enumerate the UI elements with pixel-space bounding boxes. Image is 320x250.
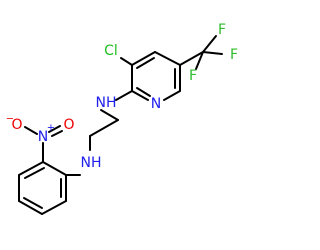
chemical-structure: Cl F F F N NH NH N + O − O (6, 22, 238, 215)
amine-lower-label: NH (81, 155, 102, 171)
nitro-oxygen-double-label: O (63, 117, 74, 133)
nitro-oxygen-anion-charge: − (6, 114, 14, 125)
amine-upper-label: NH (96, 95, 117, 111)
pyridine-nitrogen-label: N (151, 96, 161, 112)
fluorine-right-label: F (230, 47, 238, 63)
ethylene-linker (65, 90, 133, 176)
nitro-nitrogen-label: N (38, 129, 48, 145)
chlorine-label: Cl (104, 43, 118, 59)
bond-c-cl (120, 57, 133, 66)
pyridine-ring (131, 51, 181, 101)
benzene-ring (18, 161, 67, 215)
nitro-group-bonds (24, 125, 63, 163)
nitro-nitrogen-charge: + (47, 123, 55, 134)
fluorine-bottom-label: F (189, 68, 197, 84)
trifluoromethyl-group (179, 35, 223, 70)
nitro-oxygen-anion-label: O (11, 117, 22, 133)
fluorine-top-label: F (218, 22, 226, 38)
